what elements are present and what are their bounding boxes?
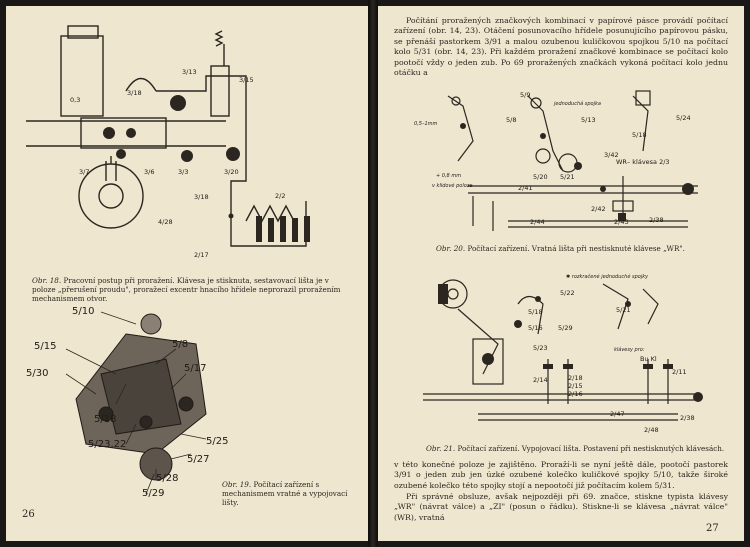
fig20-label-5: 5/20 — [533, 173, 548, 181]
fig19-label-10: 5/29 — [142, 488, 165, 499]
fig21-label-7: Bu Kl — [640, 355, 657, 363]
fig21-label-3: 5/16 — [528, 324, 543, 332]
fig19-label-6: 5/17 — [184, 363, 207, 374]
fig18-label-7: 3/20 — [224, 168, 239, 176]
book-gutter — [368, 0, 378, 547]
fig20-note-1: 0,5–1mm — [414, 121, 438, 127]
fig18-label-3: 3/15 — [239, 76, 254, 84]
fig20-caption: Obr. 20. Počítací zařízení. Vratná lišta… — [436, 244, 736, 253]
fig19-label-4: 5/23,22 — [88, 439, 127, 450]
fig20-label-3: 5/24 — [676, 114, 691, 122]
fig20-note-2: WR– klávesa 2/3 — [616, 158, 670, 166]
fig21-label-4: 5/29 — [558, 324, 573, 332]
page-number-left: 26 — [22, 509, 35, 520]
fig19-caption-text: Počítací zařízení s mechanismem vratné a… — [222, 480, 348, 507]
paragraph-1: Počítání proražených značkových kombinac… — [394, 16, 728, 78]
fig20-note-3: + 0,8 mm — [436, 173, 462, 179]
fig21-label-8: 2/18 — [568, 374, 583, 382]
fig21-label-0: 5/22 — [560, 289, 575, 297]
fig18-caption-text: Pracovní postup při proražení. Klávesa j… — [32, 276, 341, 303]
fig20-label-11: 2/38 — [649, 216, 664, 224]
fig21-caption: Obr. 21. Počítací zařízení. Vypojovací l… — [426, 444, 736, 453]
fig21-label-5: 5/23 — [533, 344, 548, 352]
fig18-caption-label: Obr. 18. — [32, 276, 62, 285]
left-page: 0,3 3/13 3/18 3/15 3/7 3/6 3/3 3/20 3/18… — [6, 6, 368, 541]
fig18-label-4: 3/7 — [79, 168, 90, 176]
fig18-label-8: 3/18 — [194, 193, 209, 201]
fig21-label-2: 5/18 — [528, 308, 543, 316]
fig19-label-0: 5/10 — [72, 306, 95, 317]
fig18-label-6: 3/3 — [178, 168, 189, 176]
fig20-label-12: 3/42 — [604, 151, 619, 159]
fig20-label-6: 5/21 — [560, 173, 575, 181]
fig19-label-1: 5/15 — [34, 341, 57, 352]
fig20-caption-label: Obr. 20. — [436, 244, 466, 253]
fig21-label-6: 2/11 — [672, 368, 687, 376]
fig21-label-11: 2/14 — [533, 376, 548, 384]
fig21-label-12: 2/47 — [610, 410, 625, 418]
fig20-label-0: 5/9 — [520, 91, 531, 99]
fig18-caption: Obr. 18. Pracovní postup při proražení. … — [32, 276, 352, 303]
fig20-label-10: 2/43 — [614, 218, 629, 226]
fig20-label-1: 5/8 — [506, 116, 517, 124]
fig19-label-2: 5/30 — [26, 368, 49, 379]
fig20-label-2: 5/13 — [581, 116, 596, 124]
fig18-label-9: 2/2 — [275, 192, 286, 200]
fig20-label-4: 5/18 — [632, 131, 647, 139]
fig18-label-2: 3/18 — [127, 89, 142, 97]
fig19-label-5: 5/8 — [172, 339, 189, 350]
fig18-label-11: 2/17 — [194, 251, 209, 259]
fig20-label-9: 2/42 — [591, 205, 606, 213]
fig18-label-5: 3/6 — [144, 168, 155, 176]
fig21-label-14: 2/38 — [680, 414, 695, 422]
fig21-label-9: 2/15 — [568, 382, 583, 390]
fig21-label-1: 5/21 — [616, 306, 631, 314]
fig19-label-8: 5/27 — [187, 454, 210, 465]
fig20-label-8: 2/44 — [530, 218, 545, 226]
fig19-label-7: 5/25 — [206, 436, 229, 447]
fig20-caption-text: Počítací zařízení. Vratná lišta při nest… — [467, 244, 685, 253]
paragraph-2: v této konečné poloze je zajištěno. Pror… — [394, 460, 728, 490]
fig19-label-3: 5/18 — [94, 414, 117, 425]
figure-20-drawing — [447, 90, 698, 231]
fig21-note-0: ✱ rozkračené jednoduché spojky — [566, 274, 649, 280]
fig18-label-10: 4/28 — [158, 218, 173, 226]
fig20-label-7: 2/41 — [518, 184, 533, 192]
fig19-label-9: 5/28 — [156, 473, 179, 484]
right-page: Počítání proražených značkových kombinac… — [378, 6, 744, 541]
fig21-note-1: klávesy pro: — [614, 347, 645, 353]
fig18-label-1: 3/13 — [182, 68, 197, 76]
fig21-caption-text: Počítací zařízení. Vypojovací lišta. Pos… — [457, 444, 725, 453]
figure-21-drawing — [423, 279, 703, 421]
figure-18-drawing — [26, 25, 310, 247]
fig21-label-10: 2/16 — [568, 390, 583, 398]
paragraph-3: Při správné obsluze, avšak nejpozději př… — [394, 492, 728, 522]
page-number-right: 27 — [706, 523, 719, 534]
figure-19-drawing — [65, 311, 207, 495]
fig19-caption-label: Obr. 19. — [222, 480, 252, 489]
fig21-label-13: 2/48 — [644, 426, 659, 434]
fig19-caption: Obr. 19. Počítací zařízení s mechanismem… — [222, 480, 352, 507]
fig21-caption-label: Obr. 21. — [426, 444, 456, 453]
fig18-label-0: 0,3 — [70, 96, 81, 104]
fig20-note-0: jednoduchá spojka — [554, 101, 601, 107]
fig20-note-4: v klidové poloze — [432, 183, 473, 189]
